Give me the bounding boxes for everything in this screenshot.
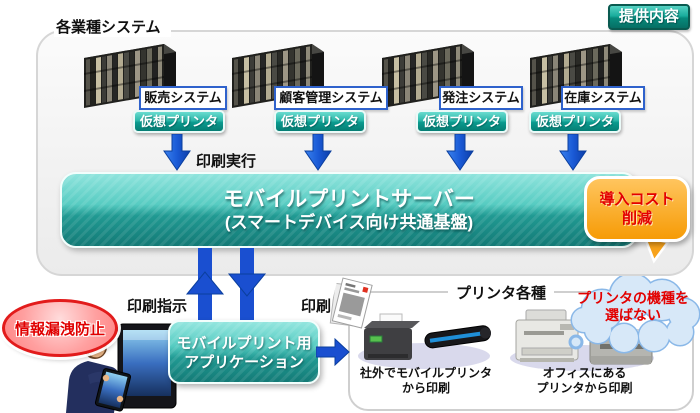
system-label-ordering: 発注システム	[439, 86, 523, 110]
mobile-caption-line2: から印刷	[401, 381, 450, 395]
mobile-caption-line1: 社外でモバイルプリンタ	[359, 366, 492, 380]
office-printers-caption: オフィスにある プリンタから印刷	[512, 366, 657, 396]
down-arrow-icon	[163, 134, 191, 171]
cost-reduction-callout: 導入コスト 削減	[584, 176, 690, 242]
choice-callout-line2: 選ばない	[605, 307, 661, 323]
mobile-print-app-box: モバイルプリント用 アプリケーション	[168, 320, 320, 384]
cost-callout-line1: 導入コスト	[599, 191, 675, 208]
mobile-printers-illustration	[358, 313, 491, 369]
print-label: 印刷	[301, 298, 332, 315]
choice-callout-line1: プリンタの機種を	[577, 290, 689, 306]
office-caption-line2: プリンタから印刷	[536, 381, 633, 395]
virtual-printer-chip: 仮想プリンタ	[529, 110, 621, 133]
system-label-inventory: 在庫システム	[561, 86, 645, 110]
right-arrow-icon	[316, 337, 350, 367]
down-arrow-icon	[304, 134, 332, 171]
app-box-line1: モバイルプリント用	[176, 335, 312, 352]
virtual-printer-chip: 仮想プリンタ	[274, 110, 366, 133]
up-down-arrows-icon	[185, 248, 267, 322]
systems-group-label: 各業種システム	[54, 16, 171, 37]
system-label-sales: 販売システム	[139, 86, 227, 110]
virtual-printer-chip: 仮想プリンタ	[133, 110, 225, 133]
printer-choice-cloud	[568, 276, 700, 354]
security-callout: 情報漏洩防止	[2, 299, 118, 357]
down-arrow-icon	[559, 134, 587, 171]
server-box-subtitle: (スマートデバイス向け共通基盤)	[224, 213, 474, 232]
provided-content-badge: 提供内容	[608, 4, 691, 30]
printers-group-label: プリンタ各種	[448, 282, 555, 303]
system-label-crm: 顧客管理システム	[274, 86, 388, 110]
office-caption-line1: オフィスにある	[542, 366, 627, 380]
print-execute-label: 印刷実行	[196, 153, 257, 170]
down-arrow-icon	[446, 134, 474, 171]
app-box-line2: アプリケーション	[184, 354, 304, 371]
mobile-printers-caption: 社外でモバイルプリンタ から印刷	[350, 366, 502, 396]
mobile-print-server-box: モバイルプリントサーバー (スマートデバイス向け共通基盤)	[60, 172, 638, 248]
server-box-title: モバイルプリントサーバー	[223, 188, 475, 211]
print-instruction-label: 印刷指示	[127, 298, 188, 315]
security-callout-label: 情報漏洩防止	[14, 321, 105, 338]
document-icon	[329, 277, 373, 329]
printer-choice-callout: プリンタの機種を 選ばない	[570, 290, 696, 324]
virtual-printer-chip: 仮想プリンタ	[416, 110, 508, 133]
cost-callout-line2: 削減	[621, 210, 652, 227]
